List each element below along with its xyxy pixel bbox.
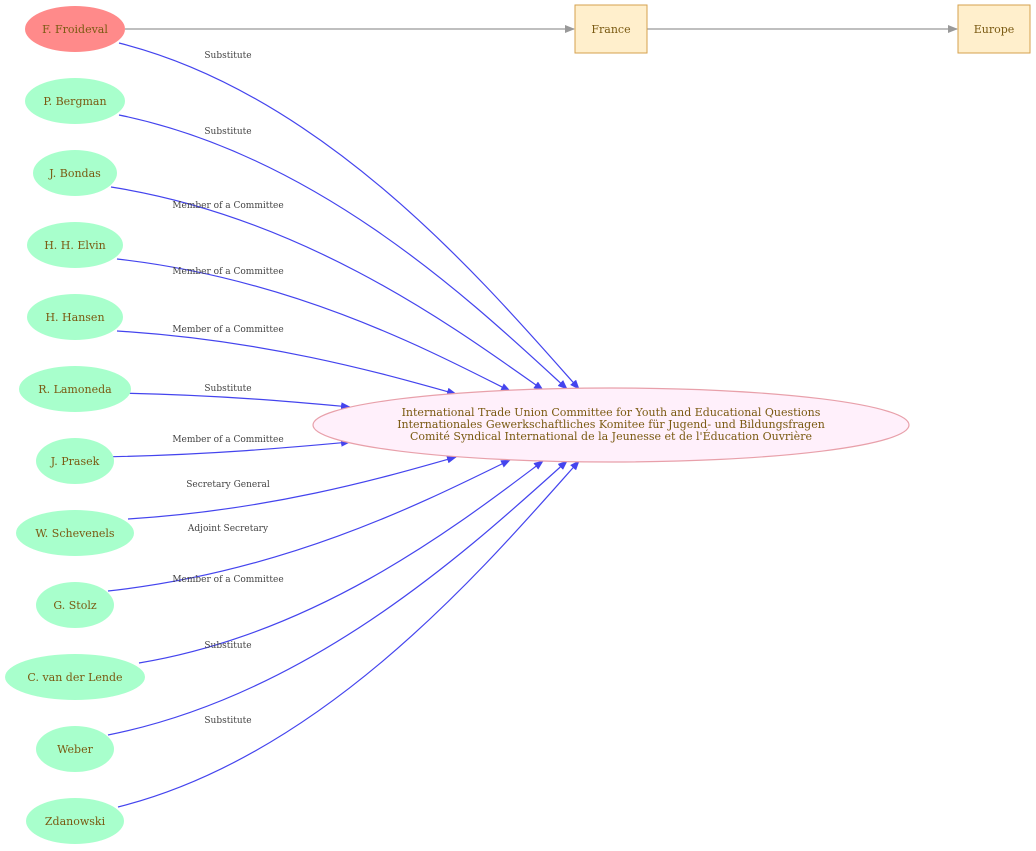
person-ellipse <box>5 654 145 700</box>
person-ellipse <box>25 6 125 52</box>
person-name: J. Prasek <box>50 455 100 468</box>
edges-layer <box>107 25 958 808</box>
person-name: C. van der Lende <box>27 671 122 684</box>
person-name: J. Bondas <box>48 167 101 180</box>
person-node-r-lamoneda[interactable]: R. Lamoneda <box>19 366 131 412</box>
organization-ellipse <box>312 387 910 463</box>
person-ellipse <box>25 78 125 124</box>
person-ellipse <box>27 222 123 268</box>
person-ellipse <box>16 510 134 556</box>
nodes-layer: F. Froideval P. Bergman J. Bondas H. H. Elv… <box>5 4 1031 844</box>
edge-label-w-schevenels: Secretary General <box>186 480 270 490</box>
person-node-w-schevenels[interactable]: W. Schevenels <box>16 510 134 556</box>
edge-label-g-stolz: Adjoint Secretary <box>187 524 269 534</box>
person-name: G. Stolz <box>53 599 96 612</box>
edge-zdanowski-to-organization <box>117 460 580 808</box>
edge-label-h-h-elvin: Member of a Committee <box>172 267 283 277</box>
person-node-g-stolz[interactable]: G. Stolz <box>36 582 114 628</box>
person-node-zdanowski[interactable]: Zdanowski <box>26 798 124 844</box>
person-name: R. Lamoneda <box>38 383 112 396</box>
edge-c-van-der-lende-to-organization <box>138 460 544 664</box>
person-ellipse <box>26 798 124 844</box>
person-node-h-h-elvin[interactable]: H. H. Elvin <box>27 222 123 268</box>
person-name: H. Hansen <box>45 311 104 324</box>
organization-name-line-1: International Trade Union Committee for … <box>402 406 821 419</box>
edge-weber-to-organization <box>107 460 568 736</box>
edge-label-p-bergman: Substitute <box>204 127 251 137</box>
person-name: F. Froideval <box>42 23 108 36</box>
person-node-p-bergman[interactable]: P. Bergman <box>25 78 125 124</box>
edge-label-f-froideval: Substitute <box>204 51 251 61</box>
person-ellipse <box>27 294 123 340</box>
place-box <box>957 4 1031 54</box>
edge-label-r-lamoneda: Substitute <box>204 384 251 394</box>
person-node-c-van-der-lende[interactable]: C. van der Lende <box>5 654 145 700</box>
edge-f-froideval-to-organization <box>118 42 580 390</box>
edge-label-h-hansen: Member of a Committee <box>172 325 283 335</box>
edge-label-zdanowski: Substitute <box>204 716 251 726</box>
edge-j-bondas-to-organization <box>110 186 544 391</box>
person-node-j-prasek[interactable]: J. Prasek <box>36 438 114 484</box>
edge-w-schevenels-to-organization <box>127 455 457 520</box>
place-name: Europe <box>974 23 1015 36</box>
person-node-h-hansen[interactable]: H. Hansen <box>27 294 123 340</box>
organization-node[interactable]: International Trade Union Committee for … <box>312 387 910 463</box>
place-node-europe[interactable]: Europe <box>957 4 1031 54</box>
edge-p-bergman-to-organization <box>118 114 568 390</box>
edge-label-weber: Substitute <box>204 641 251 651</box>
edge-label-c-van-der-lende: Member of a Committee <box>172 575 283 585</box>
place-box <box>574 4 648 54</box>
person-ellipse <box>19 366 131 412</box>
person-ellipse <box>36 582 114 628</box>
organization-name-line-3: Comité Syndical International de la Jeun… <box>410 429 812 443</box>
person-name: P. Bergman <box>43 95 106 108</box>
edge-j-prasek-to-organization <box>107 438 351 458</box>
person-ellipse <box>33 150 117 196</box>
place-node-france[interactable]: France <box>574 4 648 54</box>
organization-name-line-2: Internationales Gewerkschaftliches Komit… <box>397 418 825 431</box>
person-name: Zdanowski <box>45 815 106 828</box>
place-name: France <box>591 23 630 36</box>
edge-label-j-bondas: Member of a Committee <box>172 201 283 211</box>
edge-g-stolz-to-organization <box>107 459 511 592</box>
person-name: W. Schevenels <box>35 527 115 540</box>
edge-h-hansen-to-organization <box>116 330 457 396</box>
person-name: Weber <box>57 743 93 756</box>
person-node-f-froideval[interactable]: F. Froideval <box>25 6 125 52</box>
person-ellipse <box>36 726 114 772</box>
person-name: H. H. Elvin <box>44 239 106 252</box>
person-node-weber[interactable]: Weber <box>36 726 114 772</box>
edge-label-j-prasek: Member of a Committee <box>172 435 283 445</box>
edge-r-lamoneda-to-organization <box>124 392 351 411</box>
person-ellipse <box>36 438 114 484</box>
person-node-j-bondas[interactable]: J. Bondas <box>33 150 117 196</box>
edge-h-h-elvin-to-organization <box>116 258 511 392</box>
